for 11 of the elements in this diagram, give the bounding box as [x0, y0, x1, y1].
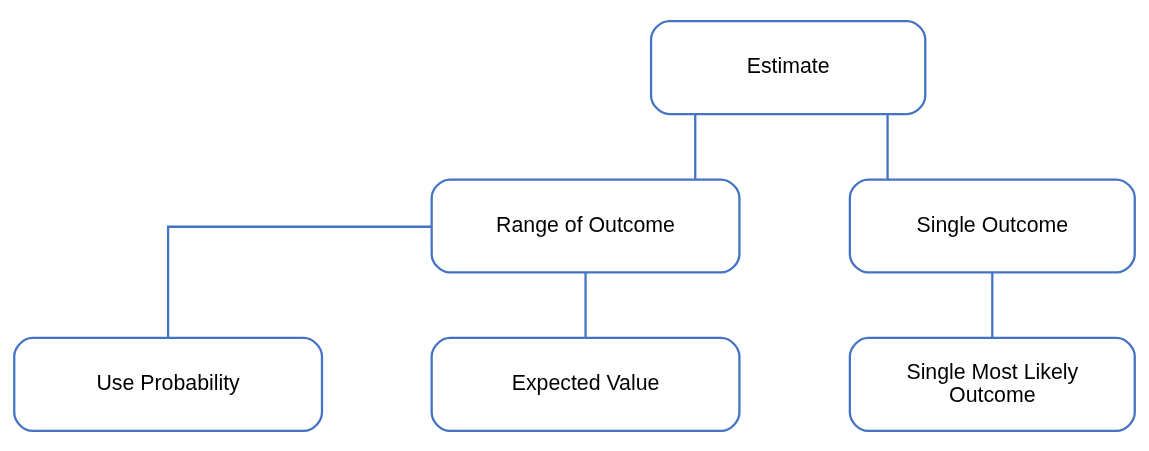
node-box: Expected Value [430, 336, 741, 432]
node-box: Estimate [649, 19, 927, 115]
connector [991, 272, 994, 338]
connector [584, 272, 587, 338]
connector [886, 113, 889, 179]
connector [694, 113, 697, 179]
node-box: Single Outcome [848, 177, 1136, 274]
connector [166, 225, 432, 338]
node-box: Range of Outcome [430, 177, 741, 274]
node-box: Use Probability [13, 336, 324, 432]
node-box: Single Most Likely Outcome [848, 336, 1136, 432]
